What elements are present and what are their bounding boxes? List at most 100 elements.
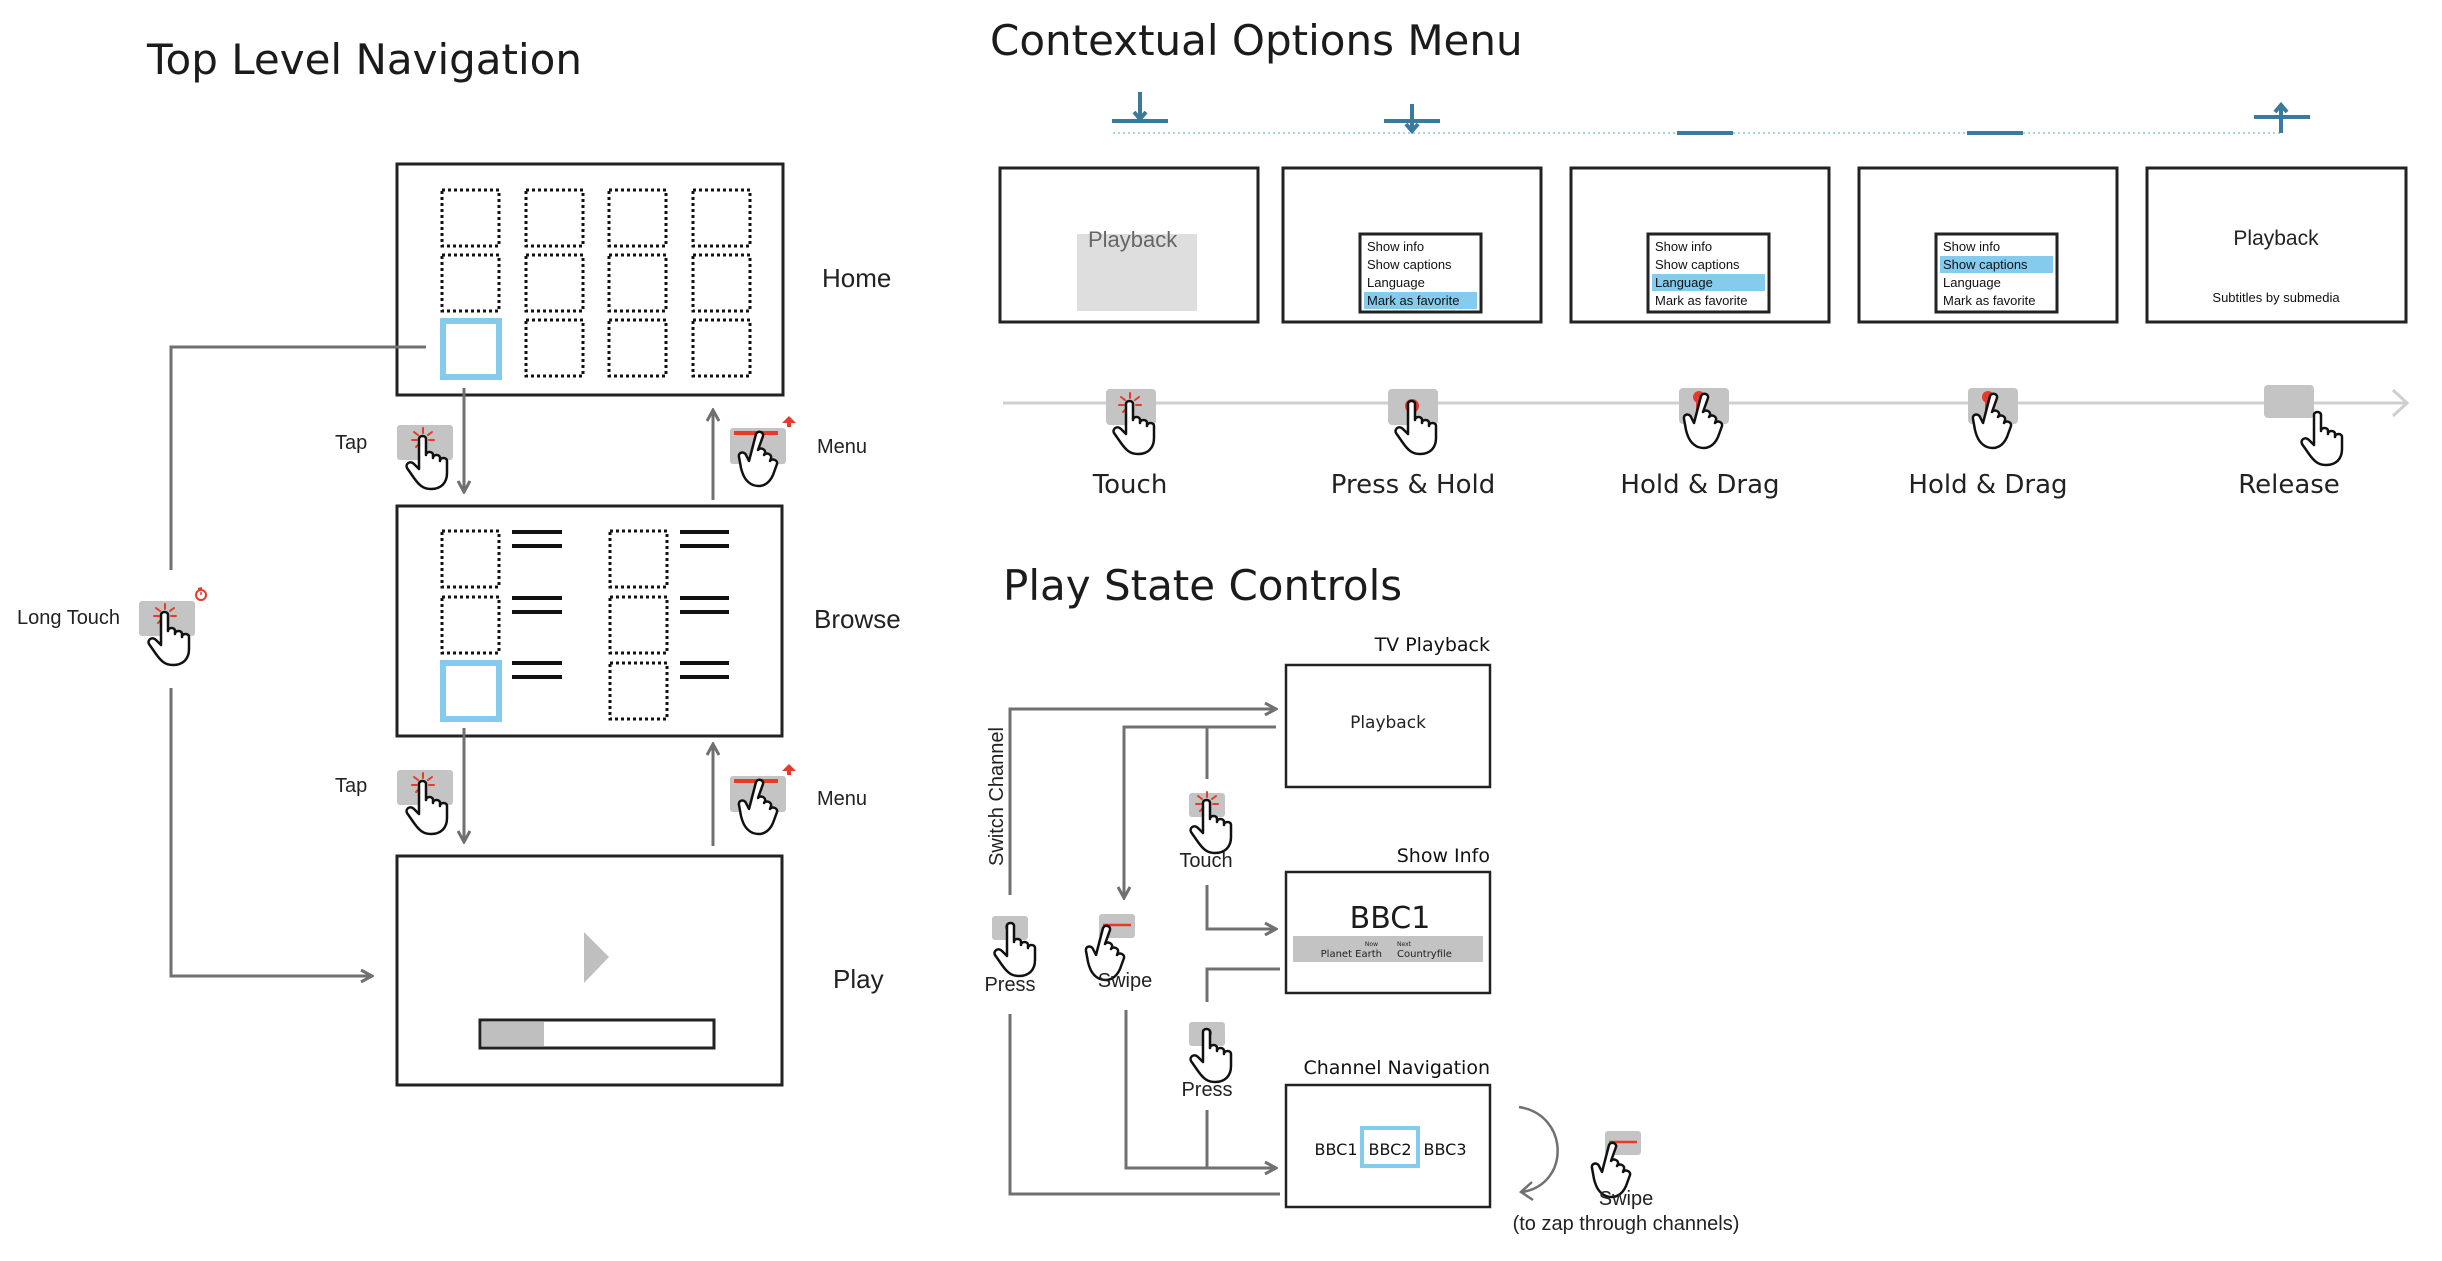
context-menu-item[interactable]: Show info [1367, 239, 1424, 254]
connector-switch-channel-to-tv [1008, 709, 1276, 895]
context-menu-item-selected[interactable]: Mark as favorite [1367, 293, 1459, 308]
gesture-label-press: Press [1181, 1079, 1232, 1101]
gesture-label-tap: Tap [335, 775, 367, 797]
gesture-label-swipe: Swipe [1098, 970, 1152, 992]
home-tile [440, 253, 501, 313]
connector-press-to-channel-nav [1008, 1014, 1280, 1196]
context-menu-item[interactable]: Mark as favorite [1943, 293, 2035, 308]
home-tile [691, 188, 752, 248]
home-tile [691, 253, 752, 313]
swipe-gesture-icon [1084, 914, 1135, 982]
connector-long-touch-top [169, 345, 426, 570]
show-info-channel: BBC1 [1350, 901, 1431, 936]
context-menu-item[interactable]: Show captions [1655, 257, 1740, 272]
browse-tile [608, 595, 669, 655]
press-gesture-icon [992, 916, 1037, 978]
context-menu-selection [1364, 292, 1477, 309]
connector-show-info-to-press [1205, 967, 1280, 1002]
context-menu-item[interactable]: Show info [1943, 239, 2000, 254]
home-tile [607, 253, 668, 313]
gesture-label-press: Press [984, 974, 1035, 996]
gesture-label-long-touch: Long Touch [17, 607, 120, 629]
play-screen [395, 854, 784, 1087]
long-touch-gesture-icon [139, 587, 207, 667]
tv-playback-content: Playback [1350, 713, 1426, 733]
now-label: Now [1365, 941, 1378, 948]
press-hold-gesture-icon [1388, 389, 1438, 456]
show-info-schedule-bar [1293, 936, 1483, 962]
gesture-label-swipe-zap: Swipe [1599, 1188, 1653, 1210]
context-menu-item[interactable]: Mark as favorite [1655, 293, 1747, 308]
frame-main-text: Playback [1088, 227, 1178, 252]
step-label: Press & Hold [1331, 470, 1495, 500]
gesture-note-zap: (to zap through channels) [1513, 1213, 1740, 1235]
home-tile [440, 188, 501, 248]
progress-fill [482, 1022, 544, 1046]
show-info-frame: BBC1 Now Next Planet Earth Countryfile [1284, 870, 1492, 995]
zap-curved-arrow [1518, 1105, 1559, 1194]
home-tile [524, 318, 585, 378]
tv-playback-frame: Playback [1284, 663, 1492, 789]
next-label: Next [1397, 941, 1412, 948]
browse-tile [440, 529, 501, 589]
context-menu-box [1646, 232, 1771, 314]
context-menu-item-selected[interactable]: Language [1655, 275, 1713, 290]
home-tile [524, 253, 585, 313]
section-title-contextual-options-menu: Contextual Options Menu [990, 16, 1523, 65]
frame-label-channel-navigation: Channel Navigation [1303, 1057, 1490, 1079]
frame-label-tv-playback: TV Playback [1374, 634, 1490, 656]
gesture-label-tap: Tap [335, 432, 367, 454]
section-title-play-state-controls: Play State Controls [1003, 561, 1402, 610]
frame-main-text: Playback [2233, 227, 2319, 250]
press-gesture-icon [1189, 1022, 1233, 1084]
home-screen [395, 162, 785, 397]
gesture-label-menu: Menu [817, 788, 867, 810]
browse-tile-selected [440, 660, 502, 722]
hold-drag-gesture-icon [1968, 388, 2018, 450]
context-menu-item-selected[interactable]: Show captions [1943, 257, 2028, 272]
home-tile [691, 318, 752, 378]
release-gesture-icon [2264, 385, 2344, 467]
browse-tile [608, 529, 669, 589]
next-program: Countryfile [1397, 949, 1452, 960]
context-menu-item[interactable]: Language [1943, 275, 2001, 290]
connector-swipe-to-channel-nav [1124, 1010, 1276, 1168]
options-frame-playback: Playback [998, 166, 1260, 324]
browse-list-lines [512, 530, 729, 679]
now-program: Planet Earth [1321, 949, 1382, 960]
play-icon [584, 932, 609, 983]
timeline-arrowhead [2391, 388, 2410, 418]
context-menu-item[interactable]: Show captions [1367, 257, 1452, 272]
zap-arrowhead [1518, 1181, 1534, 1202]
context-menu-item[interactable]: Show info [1655, 239, 1712, 254]
step-label: Hold & Drag [1908, 470, 2067, 500]
hold-drag-gesture-icon [1679, 388, 1729, 450]
browse-screen [395, 504, 784, 738]
screen-label-play: Play [833, 964, 884, 994]
context-menu-item[interactable]: Language [1367, 275, 1425, 290]
swipe-zap-gesture-icon [1590, 1131, 1641, 1199]
home-tile [524, 188, 585, 248]
channel-item-selected: BBC2 [1368, 1140, 1411, 1159]
gesture-label-touch: Touch [1179, 850, 1232, 872]
connector-touch-to-show-info [1205, 885, 1276, 929]
home-tile [607, 188, 668, 248]
screen-label-browse: Browse [814, 604, 901, 634]
menu-swipe-up-icon [730, 764, 796, 836]
section-title-top-level-navigation: Top Level Navigation [146, 35, 582, 84]
frame-subtitle-text: Subtitles by submedia [2212, 290, 2340, 305]
options-frame-release: Playback Subtitles by submedia [2145, 166, 2408, 324]
connector-long-touch-bottom [169, 688, 372, 976]
channel-item: BBC1 [1314, 1140, 1357, 1159]
touch-gesture-icon [1189, 791, 1233, 855]
home-tile-selected [440, 318, 502, 380]
channel-navigation-frame: BBC1 BBC2 BBC3 [1284, 1083, 1492, 1209]
menu-swipe-up-icon [730, 416, 796, 488]
browse-tile [608, 661, 669, 721]
home-tile [607, 318, 668, 378]
screen-label-home: Home [822, 263, 891, 293]
switch-channel-label: Switch Channel [986, 727, 1008, 866]
